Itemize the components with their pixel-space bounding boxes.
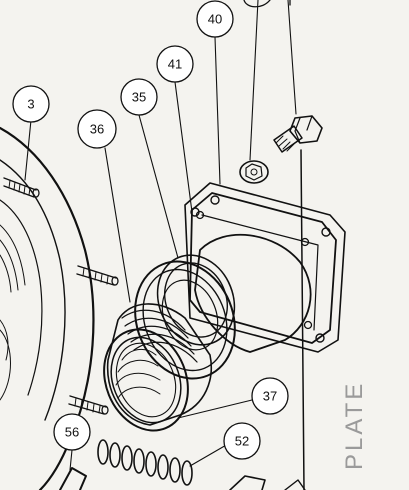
- callout-36: 36: [77, 109, 117, 149]
- callout-52-label: 52: [235, 434, 249, 449]
- callout-36-label: 36: [90, 122, 104, 137]
- callout-3: 3: [12, 85, 50, 123]
- stud-top: [3, 177, 40, 198]
- bolt-part: [273, 115, 323, 153]
- callout-partial-top: [243, 0, 291, 8]
- housing-part: [0, 126, 119, 490]
- callout-40-label: 40: [208, 12, 222, 27]
- callout-37-label: 37: [263, 389, 277, 404]
- callout-35-label: 35: [132, 90, 146, 105]
- callout-37: 37: [251, 377, 289, 415]
- flange-plate-part: [189, 192, 337, 344]
- stud-middle: [76, 265, 119, 286]
- spring-part: [97, 439, 193, 486]
- clip-part: [59, 467, 306, 490]
- threaded-bush-part: [103, 303, 212, 432]
- leader-lines: [24, 0, 297, 471]
- callout-41-label: 41: [168, 57, 182, 72]
- callout-40: 40: [196, 0, 234, 38]
- callout-41: 41: [156, 45, 194, 83]
- plate-edge-text: PLATE: [341, 381, 368, 470]
- callout-52: 52: [223, 422, 261, 460]
- callout-3-label: 3: [27, 97, 34, 112]
- callout-35: 35: [120, 78, 158, 116]
- callout-56: 56: [53, 413, 91, 451]
- stud-lower: [68, 395, 109, 415]
- callout-56-label: 56: [65, 425, 79, 440]
- washer-part: [239, 160, 269, 184]
- gasket-part: [184, 182, 346, 353]
